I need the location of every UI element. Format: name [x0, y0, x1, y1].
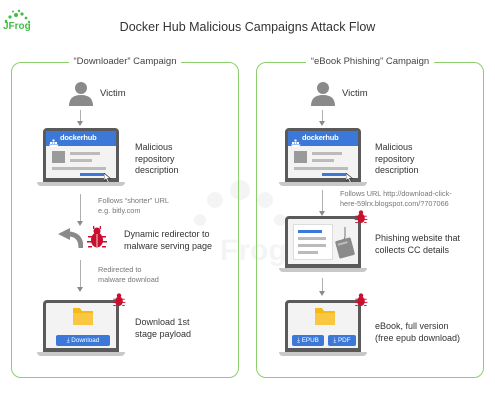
note1: Follows URL http://download-click-here-5… [340, 189, 452, 208]
docker-whale-icon [291, 134, 301, 152]
flow-arrow [77, 260, 83, 292]
repo-icon [52, 151, 65, 163]
laptop-base [37, 182, 125, 186]
text-line [70, 159, 92, 162]
pdf-download-button[interactable]: ⤓ PDF [328, 335, 356, 346]
download-icon: ⤓ [333, 337, 337, 344]
laptop-base [279, 352, 367, 356]
malicious-link-line [80, 173, 104, 176]
panel-title: “Downloader” Campaign [68, 56, 182, 67]
dockerhub-brand: dockerhub [302, 133, 339, 142]
dockerhub-header: dockerhub [46, 131, 116, 147]
logo-text: JFrog [3, 21, 31, 32]
laptop-icon: dockerhub [43, 128, 119, 184]
page-title: Docker Hub Malicious Campaigns Attack Fl… [119, 20, 376, 34]
text-line [312, 159, 334, 162]
laptop-icon: ⤓ Download [43, 300, 119, 352]
dockerhub-header: dockerhub [288, 131, 358, 147]
laptop-icon [285, 216, 361, 268]
bug-icon [354, 292, 368, 313]
flow-arrow [319, 110, 325, 126]
epub-download-button[interactable]: ⤓ EPUB [292, 335, 324, 346]
laptop-base [279, 268, 367, 272]
form-panel [293, 224, 333, 260]
watermark-logo: Frog [170, 160, 310, 275]
laptop-icon: ⤓ EPUB ⤓ PDF [285, 300, 361, 352]
download-button[interactable]: ⤓ Download [56, 335, 110, 346]
text-line [70, 152, 100, 155]
flow-arrow [77, 110, 83, 126]
download-icon: ⤓ [297, 337, 300, 344]
laptop-base [279, 182, 367, 186]
folder-icon [73, 308, 93, 330]
downloader-campaign-panel: “Downloader” Campaign [11, 56, 239, 378]
bug-icon [354, 209, 368, 230]
bug-icon [86, 226, 108, 255]
step3-label: eBook, full version(free epub download) [375, 321, 461, 343]
victim-label: Victim [342, 88, 368, 99]
flow-arrow [319, 190, 325, 216]
text-line [52, 167, 106, 170]
repo-icon [294, 151, 307, 163]
flow-arrow [77, 194, 83, 226]
credit-card-icon [333, 227, 357, 264]
victim-label: Victim [100, 88, 126, 99]
dockerhub-brand: dockerhub [60, 133, 97, 142]
ebook-phishing-campaign-panel: “eBook Phishing” Campaign [256, 56, 484, 378]
svg-text:Frog: Frog [220, 234, 287, 267]
laptop-icon: dockerhub [285, 128, 361, 184]
flow-arrow [319, 278, 325, 296]
text-line [294, 167, 348, 170]
bug-icon [112, 292, 126, 313]
malicious-link-line [322, 173, 346, 176]
jfrog-logo [2, 8, 34, 40]
text-line [312, 152, 342, 155]
panel-title: “eBook Phishing” Campaign [305, 56, 435, 67]
laptop-base [37, 352, 125, 356]
user-icon [310, 80, 336, 111]
user-icon [68, 80, 94, 111]
docker-whale-icon [49, 134, 59, 152]
folder-icon [315, 308, 335, 330]
redirect-arrow-icon [57, 228, 84, 255]
download-icon: ⤓ [66, 337, 70, 344]
